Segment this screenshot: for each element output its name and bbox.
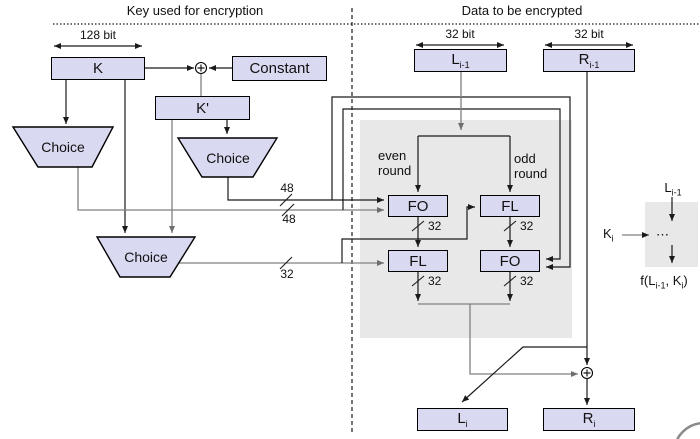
mini-key-label: Ki	[603, 226, 614, 244]
choice1-shape	[11, 126, 115, 168]
data-section-title: Data to be encrypted	[461, 3, 583, 18]
r-out-box: Ri	[543, 408, 635, 431]
key-section-title: Key used for encryption	[126, 3, 264, 18]
label-48-upper: 48	[280, 181, 294, 195]
wire-k-down	[63, 80, 128, 233]
l-in-box: Li-1	[414, 49, 507, 72]
label-32-fl-top: 32	[520, 219, 534, 233]
xor-key-constant	[194, 61, 208, 75]
choice2-shape	[176, 137, 279, 178]
fl-bottom-box: FL	[388, 250, 448, 272]
key-kprime-box: K'	[155, 96, 250, 120]
label-32bit-right: 32 bit	[574, 27, 604, 41]
choice1-label: Choice	[41, 139, 85, 155]
wire-kprime-down	[169, 120, 230, 233]
corner-logo-arc	[676, 422, 700, 439]
wire-k-to-xor	[145, 65, 232, 96]
choice3-label: Choice	[124, 249, 168, 265]
fo-bottom-box: FO	[480, 250, 540, 272]
label-128bit: 128 bit	[79, 28, 117, 42]
slash-fl-bottom-out	[411, 275, 425, 287]
xor-feistel	[580, 366, 594, 380]
wire-subkey48-upper-loop	[331, 96, 571, 270]
wire-subkey32-branch	[341, 204, 475, 263]
label-32-fo-bottom: 32	[520, 274, 534, 288]
mini-dots: ⋯	[656, 227, 670, 242]
mini-l-in-label: Li-1	[664, 180, 682, 198]
choice3-shape	[95, 236, 197, 278]
label-32-fl-bottom: 32	[428, 274, 442, 288]
slash-fo-top-out	[411, 220, 425, 232]
slash-48-lower	[281, 203, 295, 217]
choice2-label: Choice	[206, 150, 250, 166]
constant-box: Constant	[232, 56, 327, 81]
key-k-box: K	[51, 57, 145, 80]
wire-subkey48-upper	[227, 177, 384, 203]
slash-fl-top-out	[503, 220, 517, 232]
slash-32	[279, 256, 293, 270]
wire-f-output	[469, 304, 578, 377]
round-function-panel	[360, 120, 572, 338]
wire-subkey48-lower	[77, 167, 384, 213]
mini-f-output-label: f(Li-1, Ki)	[640, 273, 688, 291]
slash-fo-bottom-out	[503, 275, 517, 287]
wire-subkey48-lower-loop	[342, 108, 561, 262]
label-32-key: 32	[280, 267, 294, 281]
slash-48-upper	[279, 193, 293, 207]
fo-top-box: FO	[388, 195, 448, 217]
label-48-lower: 48	[282, 212, 296, 226]
wire-rin-to-lout	[461, 346, 587, 403]
r-in-box: Ri-1	[543, 49, 635, 72]
label-32-fo-top: 32	[428, 219, 442, 233]
label-32bit-left: 32 bit	[445, 27, 475, 41]
fl-top-box: FL	[480, 195, 540, 217]
mini-f-arrows	[622, 197, 675, 263]
l-out-box: Li	[417, 408, 508, 431]
